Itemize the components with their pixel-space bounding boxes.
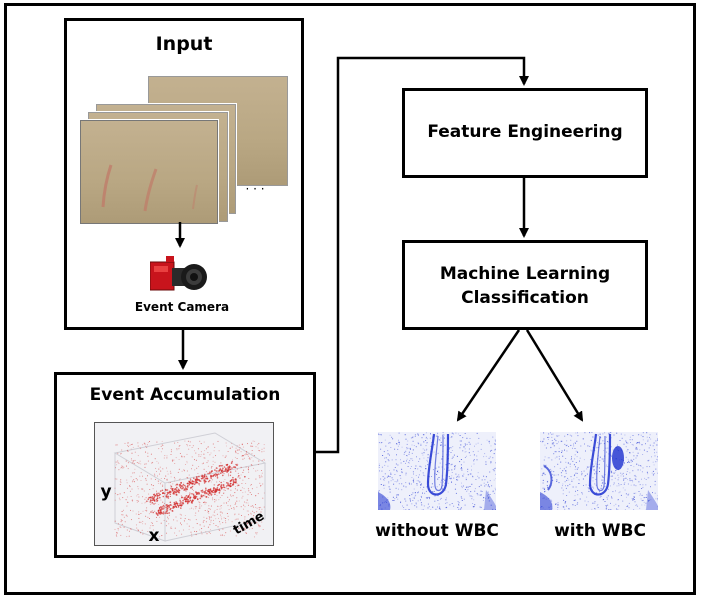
input-ellipsis: · · ·	[245, 182, 265, 196]
ml-classification-box	[402, 240, 648, 330]
without-wbc-label: without WBC	[375, 521, 499, 541]
camera-label: Event Camera	[134, 300, 230, 314]
arrow-ml-to-with	[525, 329, 584, 422]
axis-x-label: x	[148, 526, 160, 546]
axis-y-label: y	[100, 482, 112, 502]
with-wbc-image	[540, 432, 658, 510]
feature-engineering-box	[402, 88, 648, 178]
event-camera-icon	[149, 252, 210, 294]
ml-classification-title-line2: Classification	[461, 288, 589, 308]
streak-2	[143, 168, 158, 212]
input-frame-front	[80, 120, 218, 224]
feature-engineering-title: Feature Engineering	[427, 122, 623, 142]
event-3d-scatter	[94, 422, 274, 546]
arrow-ml-to-without	[456, 329, 521, 422]
with-wbc-label: with WBC	[554, 521, 646, 541]
without-wbc-image	[378, 432, 496, 510]
streak-1	[101, 164, 113, 208]
streak-3	[192, 184, 198, 210]
arrow-accumulation-to-feature	[316, 56, 529, 454]
ml-classification-title-line1: Machine Learning	[439, 264, 611, 284]
input-title: Input	[155, 33, 213, 55]
event-accumulation-title: Event Accumulation	[89, 385, 281, 405]
blood-streaks	[101, 164, 198, 212]
